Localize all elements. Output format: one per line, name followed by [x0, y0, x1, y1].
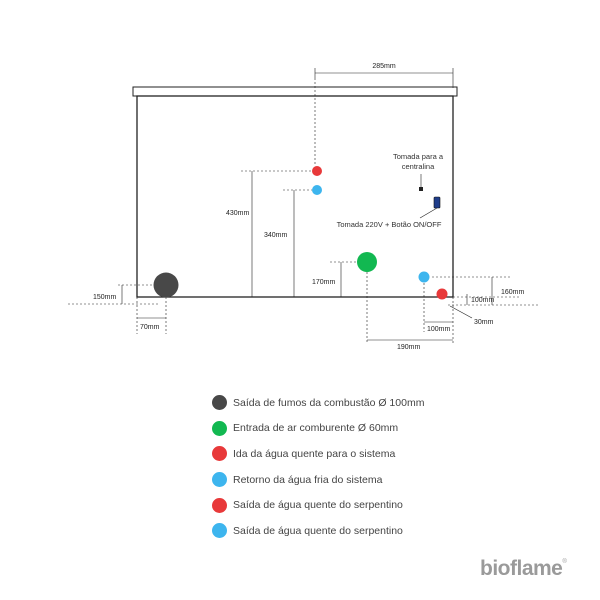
dim-70	[136, 297, 167, 334]
legend-dot-icon	[212, 420, 227, 436]
hot-water-supply-circle	[312, 166, 322, 176]
legend-item: Entrada de ar comburente Ø 60mm	[212, 416, 424, 442]
dim-100-horizontal	[423, 283, 453, 332]
boiler-top-lid	[132, 86, 458, 97]
dim-30-arrow	[449, 305, 473, 319]
dim-190-label: 190mm	[397, 344, 421, 351]
legend-label: Saída de água quente do serpentino	[233, 499, 403, 512]
legend-label: Saída de fumos da combustão Ø 100mm	[233, 396, 425, 409]
dim-top-width	[314, 68, 454, 166]
dim-430-label: 430mm	[226, 210, 250, 217]
flue-gas-outlet-circle	[153, 272, 179, 298]
legend-label: Entrada de ar comburente Ø 60mm	[233, 422, 399, 435]
legend-label: Retorno da água fria do sistema	[233, 473, 383, 486]
legend-item: Ida da água quente para o sistema	[212, 441, 424, 467]
dim-70-label: 70mm	[140, 324, 160, 331]
brand-name: bioflame	[480, 557, 563, 580]
dim-right-vertical	[432, 276, 540, 306]
dim-160-label: 160mm	[501, 289, 525, 296]
coil-outlet-blue-circle	[418, 271, 430, 283]
socket-note-line1: Tomada para a	[393, 152, 444, 161]
legend-dot-icon	[212, 523, 227, 539]
combustion-air-inlet-circle	[357, 252, 377, 272]
legend-label: Ida da água quente para o sistema	[233, 447, 396, 460]
switch-note: Tomada 220V + Botão ON/OFF	[337, 220, 442, 229]
socket-icon	[419, 187, 423, 191]
legend-item: Saída de fumos da combustão Ø 100mm	[212, 390, 424, 416]
legend-item: Retorno da água fria do sistema	[212, 467, 424, 493]
dim-340	[283, 189, 312, 297]
dim-100-horizontal-label: 100mm	[427, 326, 451, 333]
dim-190	[366, 272, 454, 344]
dim-100-vertical-label: 100mm	[471, 297, 495, 304]
dim-150	[68, 284, 160, 305]
legend-dot-icon	[212, 497, 227, 513]
legend-dot-icon	[212, 395, 227, 411]
legend-item: Saída de água quente do serpentino	[212, 518, 424, 544]
boiler-diagram: 285mm 430mm 340mm 170mm 150mm 70mm 190mm	[68, 63, 540, 351]
coil-outlet-red-circle	[436, 288, 448, 300]
dim-340-label: 340mm	[264, 232, 288, 239]
dim-285-label: 285mm	[372, 63, 396, 70]
dim-430	[241, 170, 312, 297]
dim-170-label: 170mm	[312, 279, 336, 286]
dim-30-label: 30mm	[474, 319, 494, 326]
bioflame-logo: bioflame®	[480, 557, 567, 581]
dim-170	[330, 261, 356, 297]
legend-label: Saída de água quente do serpentino	[233, 524, 403, 537]
legend-dot-icon	[212, 446, 227, 462]
legend-item: Saída de água quente do serpentino	[212, 492, 424, 518]
legend: Saída de fumos da combustão Ø 100mm Entr…	[212, 390, 424, 544]
legend-dot-icon	[212, 472, 227, 488]
boiler-body	[136, 95, 454, 298]
switch-pointer	[419, 207, 438, 219]
cold-water-return-circle	[312, 185, 322, 195]
socket-note-line2: centralina	[402, 162, 435, 171]
dim-150-label: 150mm	[93, 294, 117, 301]
switch-icon	[433, 196, 441, 209]
brand-mark: ®	[562, 559, 567, 565]
